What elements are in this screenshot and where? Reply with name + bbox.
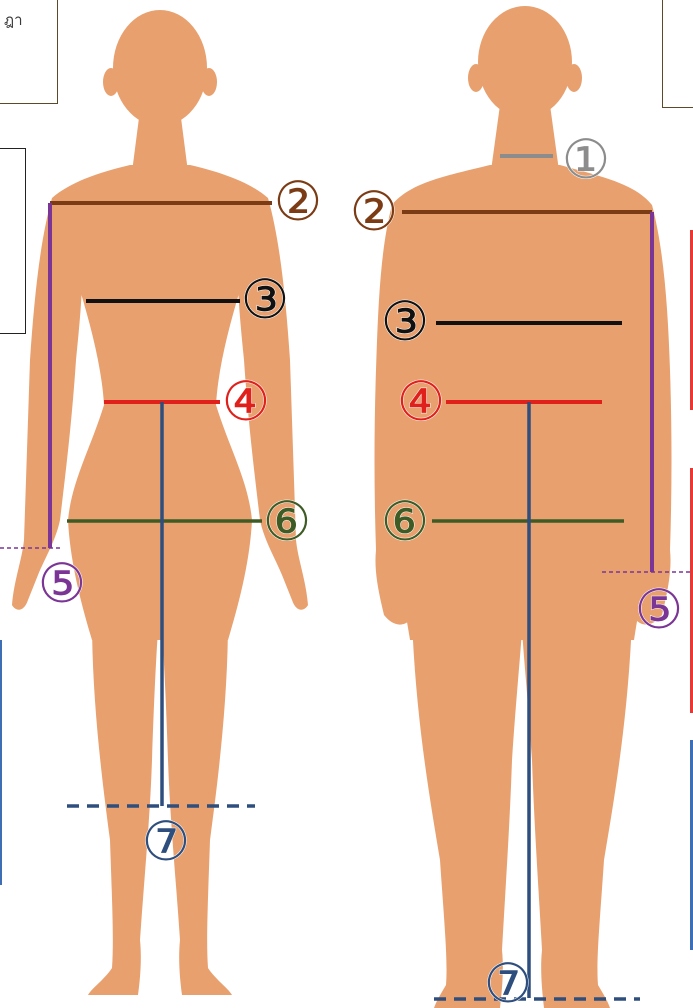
male-waist-marker: ④ [397,370,445,433]
female-waist-marker: ④ [222,370,270,433]
female-hip-marker: ⑥ [263,490,311,553]
female-arm-length-marker: ⑤ [38,552,86,615]
male-figure: ① ② ③ ④ ⑤ ⑥ ⑦ [350,6,693,1008]
female-leg-length-marker: ⑦ [142,810,190,873]
male-leg-length-marker: ⑦ [484,952,532,1008]
male-neck-marker: ① [562,128,610,191]
male-bust-marker: ③ [381,290,429,353]
female-figure: ② ③ ④ ⑤ ⑥ ⑦ [0,10,322,995]
female-shoulder-marker: ② [274,170,322,233]
male-hip-marker: ⑥ [381,490,429,553]
male-arm-length-marker: ⑤ [635,578,683,641]
female-bust-marker: ③ [241,268,289,331]
male-shoulder-marker: ② [350,180,398,243]
